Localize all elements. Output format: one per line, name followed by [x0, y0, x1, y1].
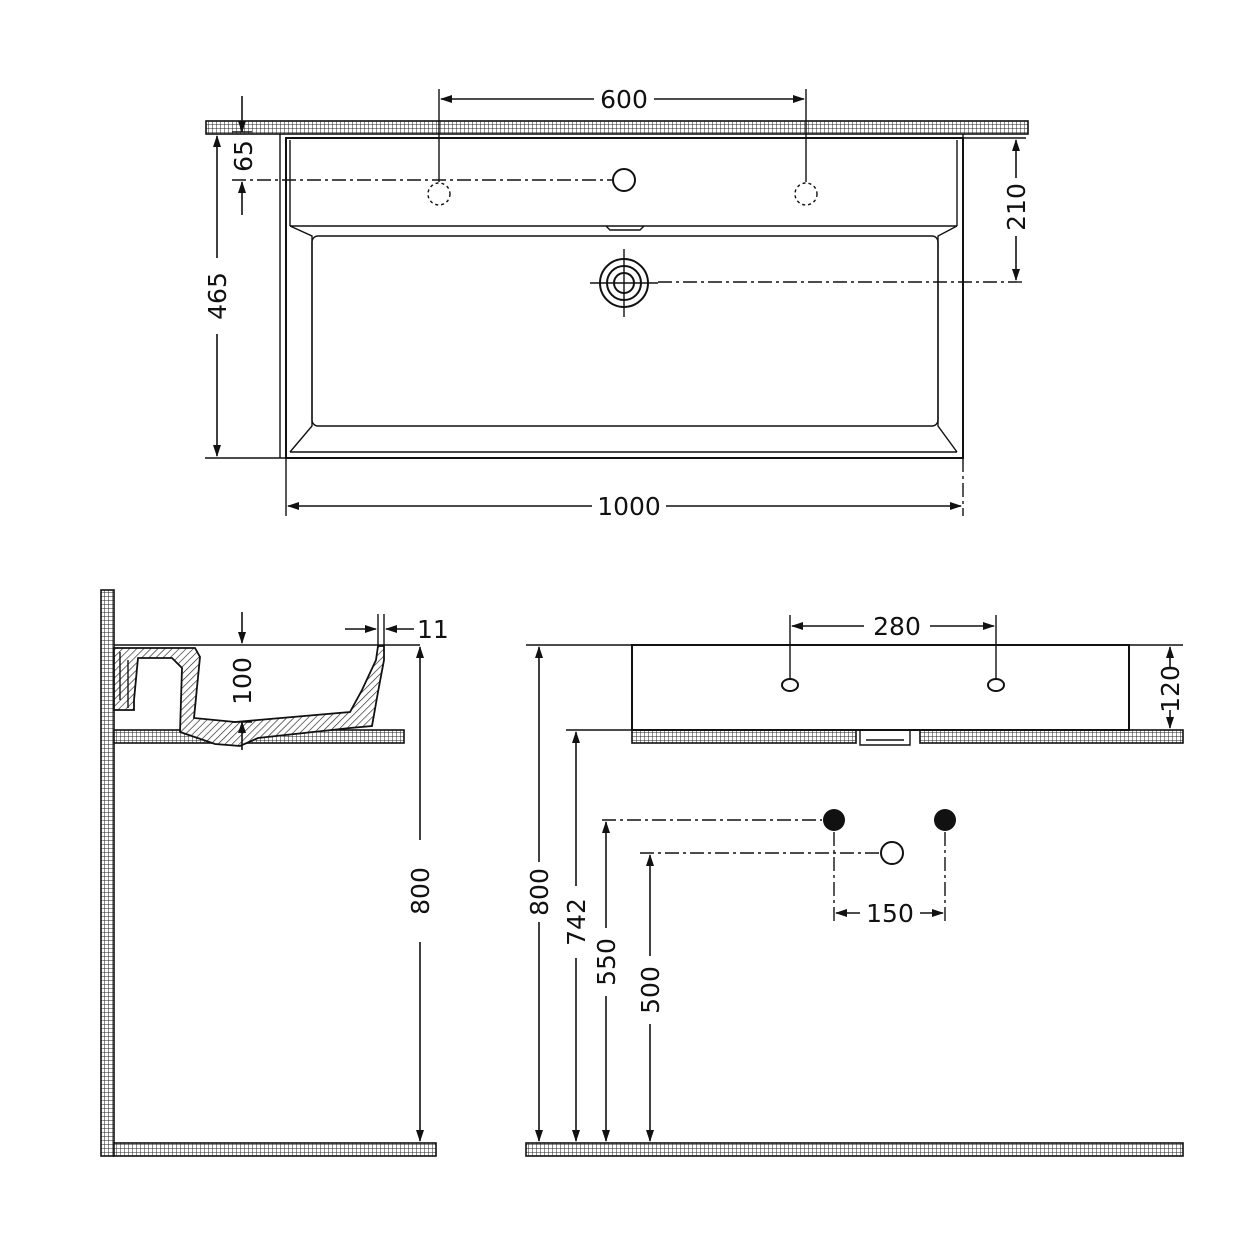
basin-outline [285, 137, 964, 459]
tap-hole [781, 678, 799, 692]
dim-500: 500 [636, 966, 665, 1014]
top-wall [205, 120, 1029, 135]
dim-465: 465 [203, 272, 232, 320]
tap-hole [612, 168, 636, 192]
dim-600: 600 [600, 85, 648, 114]
front-counter-left [631, 729, 857, 744]
drain-icon [590, 249, 658, 317]
water-supply-point [934, 809, 956, 831]
dim-210: 210 [1002, 183, 1031, 231]
tap-hole-optional [427, 182, 451, 206]
front-floor [525, 1142, 1184, 1157]
dim-742: 742 [562, 898, 591, 946]
dim-65: 65 [229, 140, 258, 172]
water-supply-point [823, 809, 845, 831]
front-counter-right [919, 729, 1184, 744]
dim-120: 120 [1156, 665, 1185, 713]
side-view: 100 11 800 [100, 589, 449, 1157]
side-floor [113, 1142, 437, 1157]
dim-1000: 1000 [597, 492, 661, 521]
dim-550: 550 [592, 938, 621, 986]
tap-hole [987, 678, 1005, 692]
dim-11: 11 [417, 615, 449, 644]
front-basin [631, 644, 1130, 731]
waste-outlet [880, 841, 904, 865]
dim-800: 800 [406, 867, 435, 915]
front-view: 280 120 800 742 550 500 150 [525, 612, 1185, 1157]
side-wall [100, 589, 115, 1157]
dim-100: 100 [228, 657, 257, 705]
tap-hole-optional [794, 182, 818, 206]
dim-150: 150 [866, 899, 914, 928]
dim-280: 280 [873, 612, 921, 641]
top-view: 600 65 465 210 1000 [203, 85, 1031, 521]
dim-800: 800 [525, 868, 554, 916]
